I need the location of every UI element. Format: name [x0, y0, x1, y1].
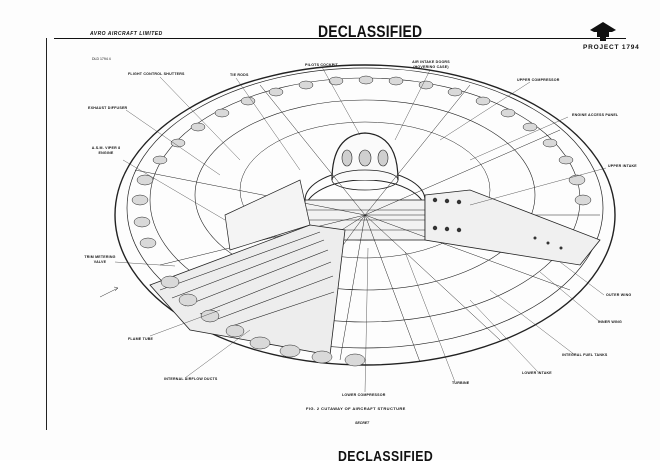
label-trim-metering-valve: TRIM METERING VALVE [84, 255, 116, 264]
label-pilots-cockpit: PILOTS COCKPIT [305, 63, 338, 67]
label-flame-tube: FLAME TUBE [128, 337, 154, 341]
label-outer-wing: OUTER WING [606, 293, 632, 297]
label-internal-airflow-ducts: INTERNAL AIRFLOW DUCTS [164, 377, 218, 381]
project-logo-icon [590, 22, 616, 41]
label-lower-compressor: LOWER COMPRESSOR [342, 393, 386, 397]
company-name: AVRO AIRCRAFT LIMITED [90, 31, 163, 37]
label-lower-intake: LOWER INTAKE [522, 371, 552, 375]
caption-stamp: SECRET [355, 421, 370, 425]
drawing-reference: DLD 1794 4 [92, 57, 111, 61]
header-rule [54, 38, 626, 39]
page-left-edge [46, 38, 47, 430]
label-asm-viper-engine: A.S.M. VIPER 8 ENGINE [91, 146, 121, 155]
label-flight-control-shutters: FLIGHT CONTROL SHUTTERS [128, 72, 185, 76]
label-turbine: TURBINE [452, 381, 470, 385]
figure-caption: FIG. 2 CUTAWAY OF AIRCRAFT STRUCTURE [306, 406, 406, 411]
label-integral-fuel-tanks: INTEGRAL FUEL TANKS [562, 353, 608, 357]
project-number: PROJECT 1794 [583, 44, 640, 51]
label-exhaust-diffuser: EXHAUST DIFFUSER [88, 106, 128, 110]
label-inner-wing: INNER WING [598, 320, 622, 324]
declassified-stamp-bottom: DECLASSIFIED [338, 448, 434, 465]
label-air-intake-doors: AIR INTAKE DOORS (HOVERING CASE) [412, 60, 450, 69]
declassified-stamp-top: DECLASSIFIED [318, 22, 423, 41]
label-upper-compressor: UPPER COMPRESSOR [517, 78, 560, 82]
label-tie-rods: TIE RODS [230, 73, 249, 77]
label-engine-access-panel: ENGINE ACCESS PANEL [572, 113, 619, 117]
label-upper-intake: UPPER INTAKE [608, 164, 637, 168]
